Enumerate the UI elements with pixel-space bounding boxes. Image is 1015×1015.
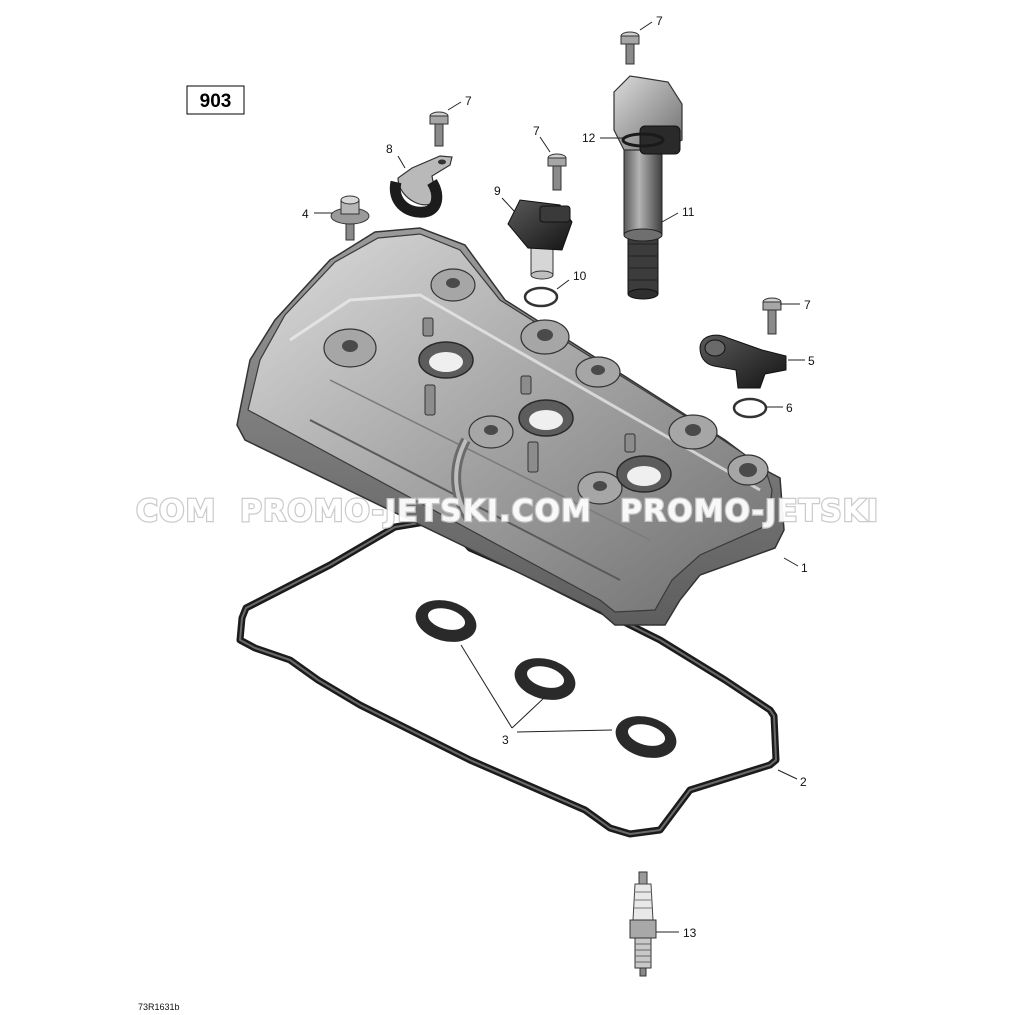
callout-2: 2 xyxy=(800,775,807,789)
spark-plug-icon xyxy=(629,871,657,977)
watermark-text-3: PROMO-JETSKI xyxy=(620,494,879,529)
callouts: 1 2 3 4 5 6 7 7 7 7 8 9 10 11 12 13 xyxy=(302,14,815,940)
figure-code: 73R1631b xyxy=(138,1002,180,1012)
valve-cover-icon xyxy=(236,227,785,626)
callout-7d: 7 xyxy=(804,298,811,312)
callout-7c: 7 xyxy=(533,124,540,138)
callout-3: 3 xyxy=(502,733,509,747)
callout-5: 5 xyxy=(808,354,815,368)
callout-8: 8 xyxy=(386,142,393,156)
page-number: 903 xyxy=(200,91,232,112)
callout-7a: 7 xyxy=(656,14,663,28)
ignition-coil-icon xyxy=(613,75,683,300)
bolt-with-washer-icon xyxy=(330,195,370,241)
watermark-text-1: COM xyxy=(136,494,216,529)
callout-6: 6 xyxy=(786,401,793,415)
callout-13: 13 xyxy=(683,926,697,940)
watermark-text-2: PROMO-JETSKI.COM xyxy=(240,494,592,529)
sensor-icon xyxy=(699,334,787,389)
ignition-coil-seal-icon xyxy=(621,132,665,148)
callout-12: 12 xyxy=(582,131,596,145)
leader-lines xyxy=(314,21,805,933)
page-number-box: 903 xyxy=(186,85,245,115)
o-ring-icon xyxy=(523,286,559,308)
screw-icon xyxy=(429,31,782,335)
callout-1: 1 xyxy=(801,561,808,575)
callout-11: 11 xyxy=(682,205,695,219)
callout-10: 10 xyxy=(573,269,587,283)
sensor-icon xyxy=(507,199,573,280)
callout-7b: 7 xyxy=(465,94,472,108)
callout-4: 4 xyxy=(302,207,309,221)
spark-plug-tube-seal-icon xyxy=(415,600,677,758)
watermark: COM PROMO-JETSKI.COM PROMO-JETSKI xyxy=(135,493,880,531)
clamp-icon xyxy=(389,155,453,218)
callout-9: 9 xyxy=(494,184,501,198)
o-ring-icon xyxy=(732,397,768,419)
